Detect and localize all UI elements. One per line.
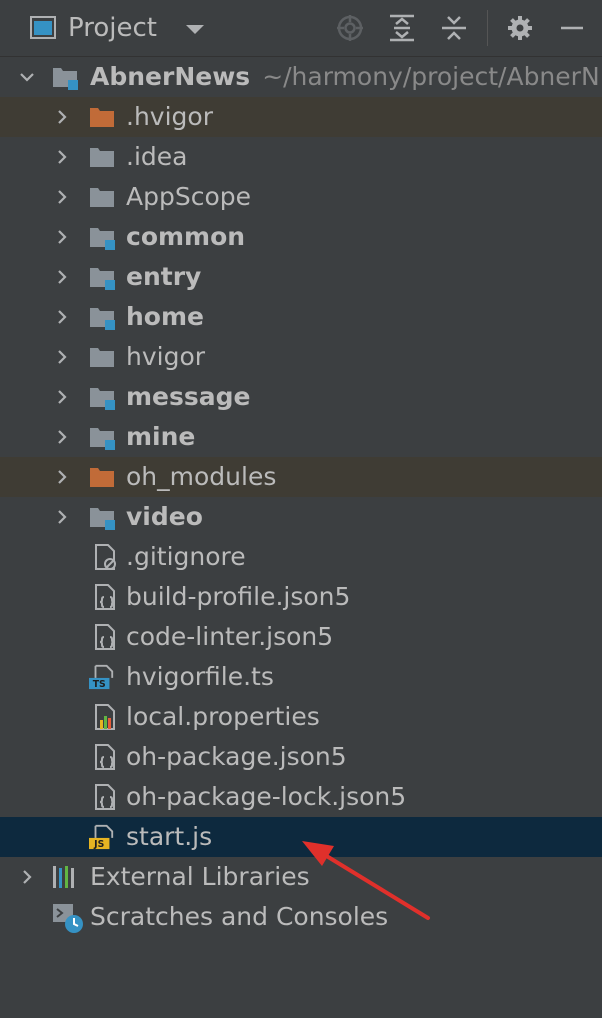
tree-item-appscope[interactable]: AppScope (0, 177, 602, 217)
tree-item-oh-modules[interactable]: oh_modules (0, 457, 602, 497)
properties-file-icon (95, 704, 115, 730)
root-project-path: ~/harmony/project/AbnerN (262, 62, 600, 91)
tree-item-gitignore[interactable]: .gitignore (0, 537, 602, 577)
gitignore-file-icon (95, 544, 116, 570)
chevron-right-icon[interactable] (55, 390, 69, 404)
tree-item-message[interactable]: message (0, 377, 602, 417)
chevron-right-icon[interactable] (55, 430, 69, 444)
tree-item-label: External Libraries (90, 862, 310, 891)
tree-item-entry[interactable]: entry (0, 257, 602, 297)
json-file-icon (95, 744, 115, 770)
tree-item-hvigorfile[interactable]: TS hvigorfile.ts (0, 657, 602, 697)
tree-item-common[interactable]: common (0, 217, 602, 257)
module-folder-icon (90, 268, 115, 290)
toolbar-separator (487, 10, 488, 46)
module-folder-icon (90, 228, 115, 250)
tree-item-scratches[interactable]: Scratches and Consoles (0, 897, 602, 937)
chevron-right-icon[interactable] (55, 470, 69, 484)
svg-text:JS: JS (93, 839, 104, 850)
tree-item-label: code-linter.json5 (126, 622, 334, 651)
tree-item-label: AppScope (126, 182, 251, 211)
tree-item-build-profile[interactable]: build-profile.json5 (0, 577, 602, 617)
chevron-down-icon[interactable] (20, 70, 34, 84)
folder-icon (90, 188, 114, 207)
tree-item-label: oh-package-lock.json5 (126, 782, 407, 811)
chevron-right-icon[interactable] (55, 190, 69, 204)
javascript-file-icon: JS (89, 824, 114, 850)
library-icon (53, 866, 74, 888)
tree-item-label: start.js (126, 822, 213, 851)
project-toolbar: Project (0, 0, 602, 57)
tree-root-abnernews[interactable]: AbnerNews~/harmony/project/AbnerN (0, 57, 602, 97)
chevron-right-icon[interactable] (20, 870, 34, 884)
tree-item-label: hvigor (126, 342, 206, 371)
module-folder-icon (90, 508, 115, 530)
tree-item-hvigor[interactable]: hvigor (0, 337, 602, 377)
tree-item-oh-package-lock[interactable]: oh-package-lock.json5 (0, 777, 602, 817)
panel-title[interactable]: Project (68, 13, 157, 43)
tree-item-external-libraries[interactable]: External Libraries (0, 857, 602, 897)
tree-item-label: .hvigor (126, 102, 213, 131)
tree-item-label: mine (126, 422, 196, 451)
tree-item-label: entry (126, 262, 202, 291)
hide-panel-icon[interactable] (558, 14, 586, 42)
tree-item-label: local.properties (126, 702, 320, 731)
tree-item-label: .gitignore (126, 542, 246, 571)
tree-item-code-linter[interactable]: code-linter.json5 (0, 617, 602, 657)
folder-icon (90, 148, 114, 167)
tree-item-local-properties[interactable]: local.properties (0, 697, 602, 737)
tree-item-home[interactable]: home (0, 297, 602, 337)
chevron-right-icon[interactable] (55, 310, 69, 324)
typescript-file-icon: TS (89, 664, 114, 690)
tree-item-oh-package[interactable]: oh-package.json5 (0, 737, 602, 777)
collapse-all-icon[interactable] (440, 14, 468, 42)
chevron-right-icon[interactable] (55, 150, 69, 164)
tree-item-label: oh-package.json5 (126, 742, 347, 771)
tree-item-label: .idea (126, 142, 188, 171)
excluded-folder-icon (90, 108, 114, 127)
gear-icon[interactable] (506, 14, 534, 42)
json-file-icon (95, 784, 115, 810)
project-window-icon (30, 16, 56, 39)
json-file-icon (95, 584, 115, 610)
json-file-icon (95, 624, 115, 650)
tree-item-hvigor-dir[interactable]: .hvigor (0, 97, 602, 137)
tree-item-label: oh_modules (126, 462, 277, 491)
tree-item-start-js[interactable]: JS start.js (0, 817, 602, 857)
module-folder-icon (90, 388, 115, 410)
tree-item-label: hvigorfile.ts (126, 662, 274, 691)
tree-item-label: home (126, 302, 204, 331)
tree-item-label: Scratches and Consoles (90, 902, 389, 931)
tree-item-label: message (126, 382, 251, 411)
tree-item-idea[interactable]: .idea (0, 137, 602, 177)
chevron-right-icon[interactable] (55, 510, 69, 524)
expand-all-icon[interactable] (388, 14, 416, 42)
svg-text:TS: TS (93, 679, 106, 690)
tree-item-label: build-profile.json5 (126, 582, 351, 611)
view-dropdown-icon[interactable] (186, 25, 204, 34)
module-folder-icon (90, 428, 115, 450)
chevron-right-icon[interactable] (55, 110, 69, 124)
tree-item-video[interactable]: video (0, 497, 602, 537)
locate-file-icon[interactable] (336, 14, 364, 42)
tree-item-label: video (126, 502, 203, 531)
tree-item-label: common (126, 222, 246, 251)
chevron-right-icon[interactable] (55, 350, 69, 364)
root-project-name: AbnerNews~/harmony/project/AbnerN (90, 62, 600, 91)
excluded-folder-icon (90, 468, 114, 487)
chevron-right-icon[interactable] (55, 230, 69, 244)
module-folder-icon (90, 308, 115, 330)
folder-icon (90, 348, 114, 367)
tree-item-mine[interactable]: mine (0, 417, 602, 457)
chevron-right-icon[interactable] (55, 270, 69, 284)
scratches-icon (53, 904, 83, 933)
module-folder-icon (53, 68, 78, 90)
